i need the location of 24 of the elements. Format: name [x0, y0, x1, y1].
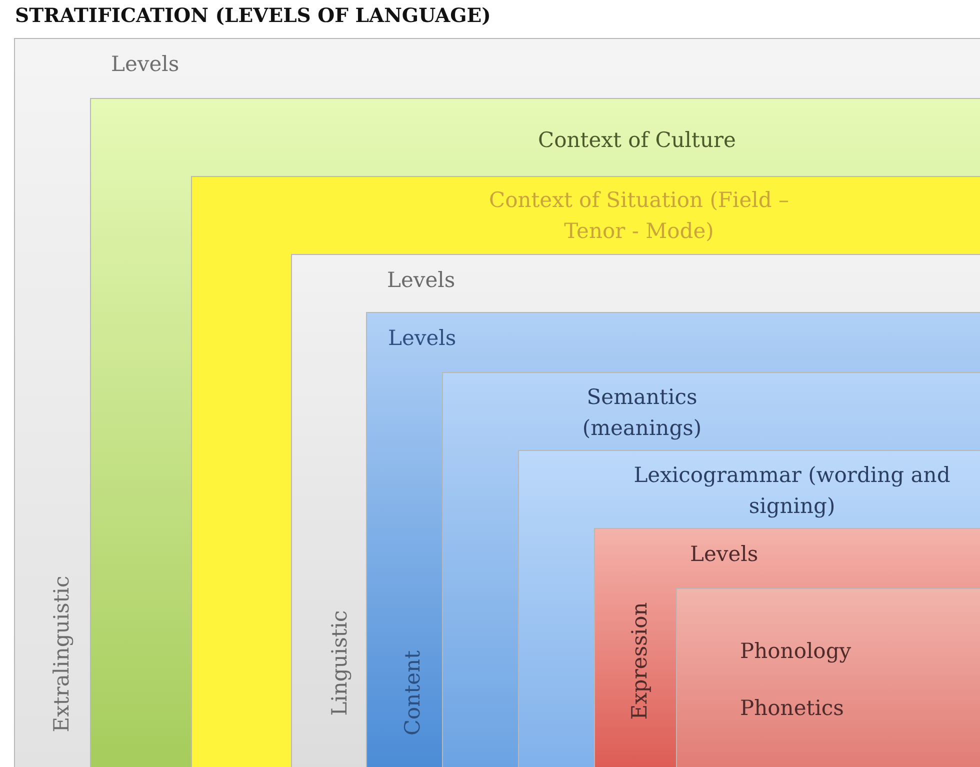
- semantics-panel: [442, 372, 980, 767]
- panel-label: Levels: [387, 267, 456, 294]
- panel-label: Phonology: [740, 638, 852, 665]
- panel-label: Levels: [690, 541, 758, 568]
- panel-label: Phonetics: [740, 695, 844, 722]
- phonology-panel: [676, 588, 980, 767]
- expression-panel: [594, 528, 980, 767]
- rotated-label: Content: [400, 650, 426, 736]
- diagram-title: STRATIFICATION (LEVELS OF LANGUAGE): [15, 4, 491, 27]
- content-panel: [366, 312, 980, 767]
- panel-label: Context of Culture: [537, 127, 737, 154]
- panel-label: Semantics (meanings): [581, 384, 703, 442]
- panel-label: Context of Situation (Field – Tenor - Mode): [488, 187, 790, 245]
- rotated-label: Linguistic: [326, 610, 352, 716]
- panel-label: Levels: [111, 51, 180, 78]
- culture-panel: [90, 98, 980, 767]
- lexicogrammar-panel: [518, 450, 980, 767]
- rotated-label: Expression: [626, 602, 652, 720]
- linguistic-panel: [291, 254, 980, 767]
- panel-label: Levels: [388, 325, 456, 352]
- extralinguistic-panel: [14, 38, 980, 767]
- situation-panel: [191, 176, 980, 767]
- panel-label: Lexicogrammar (wording and signing): [632, 462, 952, 520]
- rotated-label: Extralinguistic: [48, 576, 74, 732]
